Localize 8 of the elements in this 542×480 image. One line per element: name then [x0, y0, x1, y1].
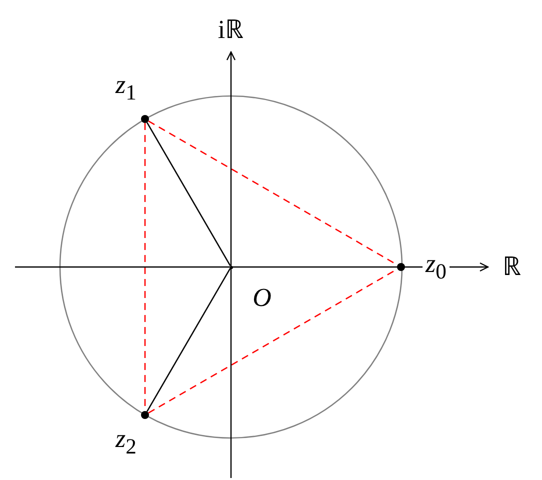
point-marker [141, 411, 149, 419]
line-segment [146, 122, 231, 266]
axis-label: ℝ [502, 254, 522, 280]
line-segment [146, 268, 231, 412]
origin-point [230, 266, 232, 268]
point-marker [141, 115, 149, 123]
axis-label: iℝ [218, 17, 244, 43]
point-marker [397, 263, 405, 271]
